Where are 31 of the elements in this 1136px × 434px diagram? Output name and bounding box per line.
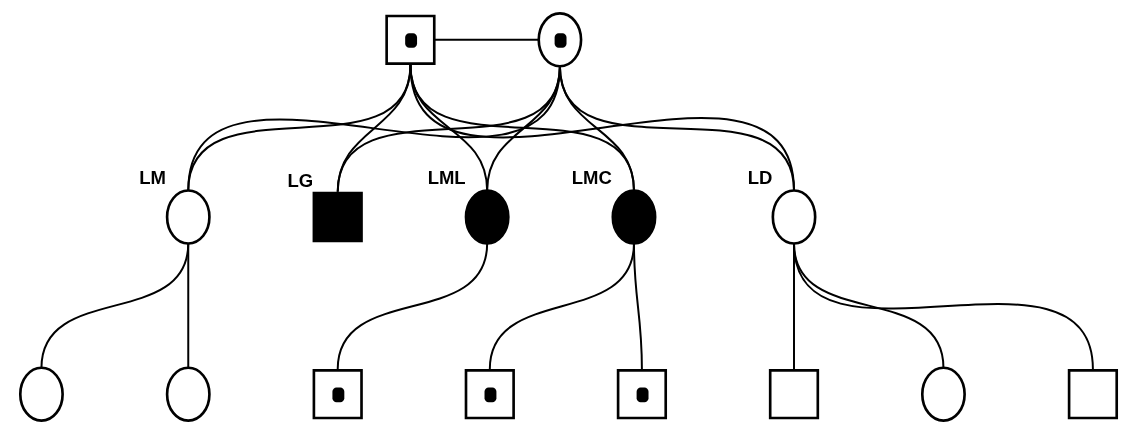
- node-box: [616, 369, 667, 420]
- node-box: [1067, 369, 1118, 420]
- node-circle: [464, 189, 510, 245]
- connector: [39, 242, 189, 369]
- node-box: [384, 14, 436, 65]
- node-label: LMC: [571, 167, 612, 189]
- node-circle: [165, 189, 211, 245]
- connector: [336, 65, 561, 193]
- connector: [432, 38, 539, 41]
- connector: [632, 242, 643, 371]
- node-circle: [771, 189, 816, 245]
- node-box: [464, 369, 515, 420]
- connector: [558, 65, 795, 192]
- node-box: [768, 369, 819, 420]
- node-label: LM: [138, 167, 166, 189]
- node-label: LML: [427, 167, 466, 189]
- connector: [408, 63, 795, 192]
- node-box: [312, 369, 363, 420]
- node-label: LD: [747, 167, 772, 189]
- node-circle: [18, 366, 64, 422]
- node-label: LG: [286, 169, 313, 191]
- connector: [186, 65, 561, 192]
- node-circle: [536, 12, 582, 68]
- connector: [408, 63, 635, 192]
- node-box: [312, 191, 363, 243]
- node-circle: [611, 189, 656, 245]
- node-circle: [165, 366, 211, 422]
- connector: [336, 242, 488, 371]
- node-circle: [920, 366, 966, 422]
- connector: [792, 242, 1094, 371]
- connector: [186, 242, 189, 369]
